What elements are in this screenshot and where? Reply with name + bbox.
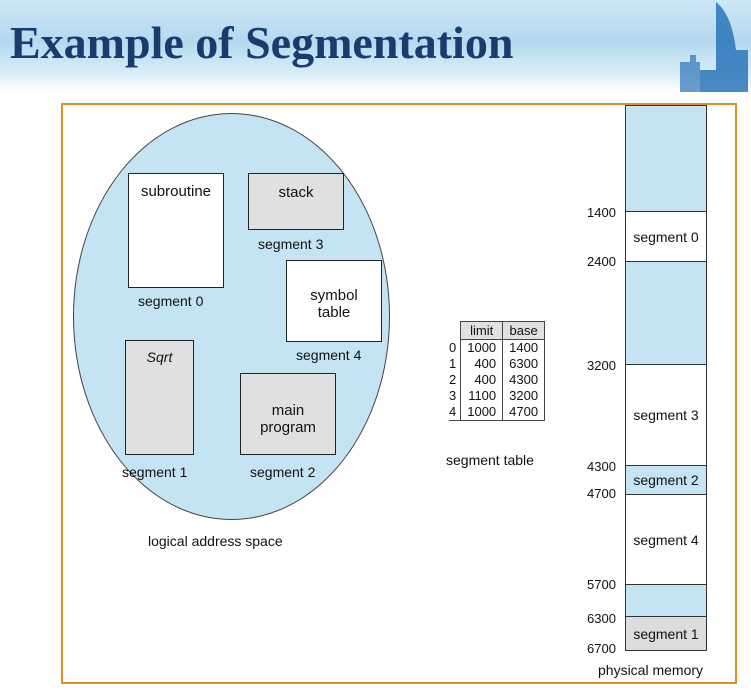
main-program-text: main program [260, 402, 316, 436]
physical-memory-caption: physical memory [598, 662, 704, 678]
segment-3-label: segment 3 [258, 236, 324, 252]
segment-table: limit base 0 1000 1400 1 400 6300 2 400 … [449, 321, 546, 421]
memory-segment-0: segment 0 [625, 211, 707, 262]
symbol-table-text: symbol table [310, 287, 358, 321]
sqrt-segment-box: Sqrt [125, 340, 194, 455]
stack-text: stack [278, 184, 314, 201]
symbol-table-segment-box: symbol table [286, 260, 382, 342]
stack-segment-box: stack [248, 173, 344, 230]
title-banner: Example of Segmentation [0, 0, 751, 92]
memory-free-block [625, 105, 707, 212]
address-5700: 5700 [587, 577, 616, 592]
base-header: base [502, 321, 546, 340]
segment-table-caption: segment table [446, 452, 534, 468]
memory-segment-1: segment 1 [625, 616, 707, 651]
subroutine-segment-box: subroutine [128, 173, 224, 288]
memory-free-block [625, 261, 707, 365]
address-3200: 3200 [587, 358, 616, 373]
address-6700: 6700 [587, 641, 616, 656]
memory-segment-2: segment 2 [625, 465, 707, 495]
limit-header: limit [460, 321, 504, 340]
sqrt-text: Sqrt [146, 349, 173, 365]
segment-4-label: segment 4 [296, 347, 362, 363]
segment-2-label: segment 2 [250, 464, 316, 480]
page-title: Example of Segmentation [10, 17, 514, 68]
main-program-segment-box: main program [240, 373, 336, 455]
address-2400: 2400 [587, 254, 616, 269]
table-row: 1 400 6300 [449, 356, 546, 372]
table-row: 3 1100 3200 [449, 388, 546, 404]
subroutine-text: subroutine [140, 183, 212, 200]
memory-segment-3: segment 3 [625, 364, 707, 466]
address-6300: 6300 [587, 611, 616, 626]
address-4700: 4700 [587, 486, 616, 501]
segment-1-label: segment 1 [122, 464, 188, 480]
memory-free-block [625, 584, 707, 617]
address-4300: 4300 [587, 459, 616, 474]
building-logo-icon [680, 2, 748, 92]
address-1400: 1400 [587, 205, 616, 220]
table-row: 2 400 4300 [449, 372, 546, 388]
memory-segment-4: segment 4 [625, 494, 707, 585]
table-row: 4 1000 4700 [449, 404, 546, 421]
logical-address-space-caption: logical address space [148, 533, 283, 549]
segment-0-label: segment 0 [138, 293, 204, 309]
table-row: 0 1000 1400 [449, 339, 546, 356]
